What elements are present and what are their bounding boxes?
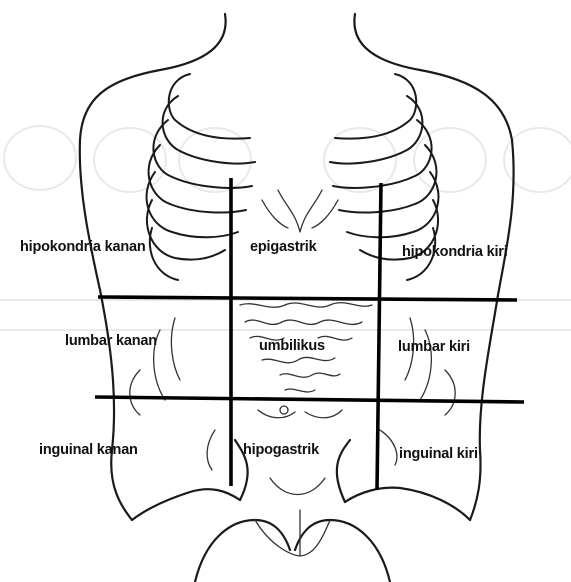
region-labels: hipokondria kanan epigastrik hipokondria… xyxy=(20,239,508,462)
label-hipokondria-kiri: hipokondria kiri xyxy=(402,244,508,260)
label-umbilikus: umbilikus xyxy=(259,338,325,354)
label-inguinal-kiri: inguinal kiri xyxy=(399,446,478,462)
right-vertical-line xyxy=(377,183,381,490)
label-hipokondria-kanan: hipokondria kanan xyxy=(20,239,146,255)
label-hipogastrik: hipogastrik xyxy=(243,442,320,458)
label-inguinal-kanan: inguinal kanan xyxy=(39,442,138,458)
label-lumbar-kanan: lumbar kanan xyxy=(65,333,157,349)
label-epigastrik: epigastrik xyxy=(250,239,318,255)
label-lumbar-kiri: lumbar kiri xyxy=(398,339,470,355)
lower-horizontal-line xyxy=(95,397,524,402)
